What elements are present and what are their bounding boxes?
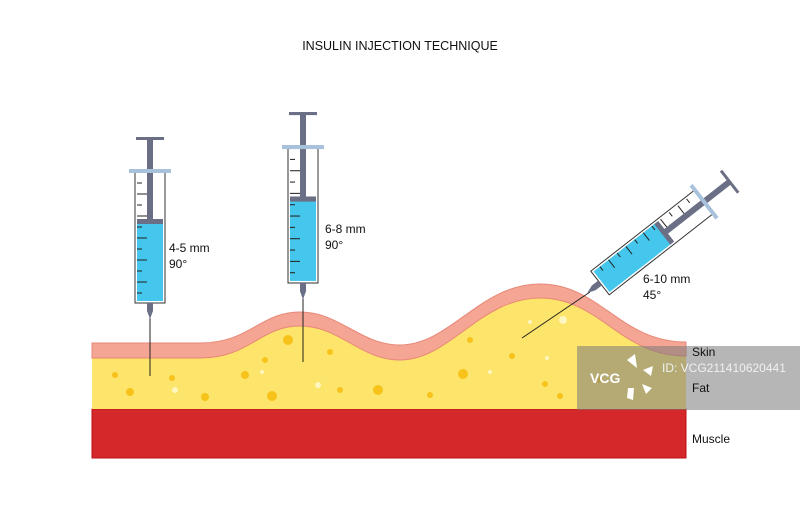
watermark-logo: VCG xyxy=(590,370,620,386)
syringe-6-8mm xyxy=(281,111,325,300)
syringe-1-angle: 90° xyxy=(169,257,187,271)
fat-layer xyxy=(92,298,686,409)
watermark-flower-icon xyxy=(627,354,653,400)
syringe-3-angle: 45° xyxy=(643,288,661,302)
syringe-2-depth: 6-8 mm xyxy=(325,222,366,236)
needle-3 xyxy=(521,291,591,339)
fat-label: Fat xyxy=(692,381,710,395)
syringe-3-depth: 6-10 mm xyxy=(643,272,690,286)
fat-highlights xyxy=(172,316,567,393)
muscle-label: Muscle xyxy=(692,432,730,446)
syringe-4-5mm xyxy=(128,136,172,320)
diagram-title: INSULIN INJECTION TECHNIQUE xyxy=(302,39,498,53)
fat-cells xyxy=(112,335,603,401)
muscle-layer xyxy=(91,408,687,459)
watermark: VCG ID: VCG211410620441 xyxy=(577,346,800,410)
syringe-2-angle: 90° xyxy=(325,238,343,252)
syringe-1-depth: 4-5 mm xyxy=(169,241,210,255)
watermark-id: ID: VCG211410620441 xyxy=(662,361,786,375)
skin-label: Skin xyxy=(692,345,715,359)
